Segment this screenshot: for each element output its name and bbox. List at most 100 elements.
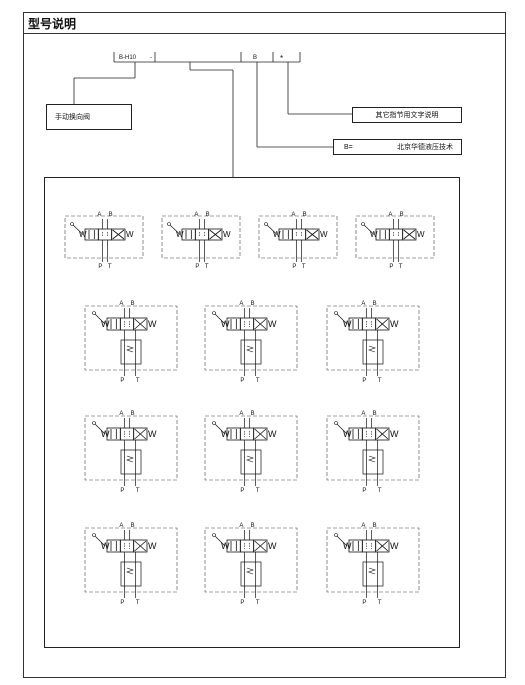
label-manual-valve-text: 手动换向阀 <box>55 114 90 121</box>
spring-symbol: W <box>221 319 230 329</box>
label-brand-code: B= <box>344 143 353 151</box>
valve-symbol-large: W W A B P T <box>326 411 420 494</box>
label-other-text: 其它指节用文字说明 <box>352 107 462 123</box>
port-label-p: P <box>292 264 296 270</box>
port-label-t: T <box>205 264 209 270</box>
spring-symbol: W <box>148 429 157 439</box>
port-label-b: B <box>131 411 135 417</box>
port-label-p: P <box>240 488 244 494</box>
port-label-a: A <box>361 301 365 307</box>
port-label-b: B <box>131 523 135 529</box>
code-prefix: B-H10 <box>119 55 137 61</box>
port-label-p: P <box>98 264 102 270</box>
port-label-b: B <box>109 212 113 218</box>
spring-symbol: W <box>101 429 110 439</box>
port-label-a: A <box>119 301 123 307</box>
port-label-a: A <box>291 212 295 218</box>
valve-symbol-large: W W A B P T <box>84 411 178 494</box>
code-segment-b: B <box>253 55 258 61</box>
valve-symbol-large: W W A B P T <box>84 301 178 384</box>
port-label-t: T <box>108 264 112 270</box>
valve-symbol-large: W W A B P T <box>84 523 178 606</box>
code-segment-star: * <box>280 54 284 63</box>
port-label-a: A <box>119 523 123 529</box>
port-label-t: T <box>378 488 382 494</box>
port-label-p: P <box>195 264 199 270</box>
port-label-t: T <box>256 600 260 606</box>
spring-symbol: W <box>101 319 110 329</box>
spring-symbol: W <box>390 541 399 551</box>
port-label-t: T <box>399 264 403 270</box>
port-label-p: P <box>120 600 124 606</box>
port-label-a: A <box>194 212 198 218</box>
port-label-t: T <box>378 600 382 606</box>
port-label-p: P <box>120 488 124 494</box>
port-label-t: T <box>136 600 140 606</box>
port-label-t: T <box>136 488 140 494</box>
port-label-p: P <box>362 600 366 606</box>
port-label-t: T <box>136 378 140 384</box>
port-label-t: T <box>378 378 382 384</box>
port-label-p: P <box>240 378 244 384</box>
port-label-a: A <box>361 523 365 529</box>
port-label-b: B <box>206 212 210 218</box>
port-label-b: B <box>251 301 255 307</box>
port-label-p: P <box>362 378 366 384</box>
port-label-b: B <box>400 212 404 218</box>
port-label-p: P <box>240 600 244 606</box>
port-label-p: P <box>120 378 124 384</box>
port-label-b: B <box>251 523 255 529</box>
spring-symbol: W <box>268 541 277 551</box>
spring-symbol: W <box>390 429 399 439</box>
spring-symbol: W <box>148 541 157 551</box>
spring-symbol: W <box>148 319 157 329</box>
label-brand: B= 北京华德液压技术 <box>333 139 462 155</box>
spring-symbol: W <box>343 541 352 551</box>
port-label-a: A <box>119 411 123 417</box>
spring-symbol: W <box>221 429 230 439</box>
port-label-a: A <box>388 212 392 218</box>
port-label-b: B <box>373 411 377 417</box>
valve-symbol-large: W W A B P T <box>326 523 420 606</box>
port-label-b: B <box>303 212 307 218</box>
spring-symbol: W <box>126 230 134 239</box>
port-label-b: B <box>373 301 377 307</box>
port-label-a: A <box>239 523 243 529</box>
port-label-b: B <box>373 523 377 529</box>
spring-symbol: W <box>320 230 328 239</box>
port-label-b: B <box>131 301 135 307</box>
port-label-p: P <box>362 488 366 494</box>
page-title: 型号说明 <box>28 17 77 31</box>
spring-symbol: W <box>223 230 231 239</box>
port-label-a: A <box>361 411 365 417</box>
port-label-a: A <box>239 411 243 417</box>
port-label-t: T <box>256 488 260 494</box>
spring-symbol: W <box>101 541 110 551</box>
page-frame <box>23 12 506 678</box>
port-label-p: P <box>389 264 393 270</box>
port-label-a: A <box>239 301 243 307</box>
spring-symbol: W <box>343 319 352 329</box>
valve-symbol-large: W W A B P T <box>204 301 298 384</box>
port-label-t: T <box>302 264 306 270</box>
spring-symbol: W <box>417 230 425 239</box>
label-brand-name: 北京华德液压技术 <box>397 144 453 151</box>
spring-symbol: W <box>268 429 277 439</box>
valve-symbol-large: W W A B P T <box>326 301 420 384</box>
port-label-t: T <box>256 378 260 384</box>
spring-symbol: W <box>390 319 399 329</box>
spring-symbol: W <box>268 319 277 329</box>
port-label-a: A <box>97 212 101 218</box>
title-divider <box>23 33 506 34</box>
label-manual-valve: 手动换向阀 <box>46 104 132 130</box>
spring-symbol: W <box>343 429 352 439</box>
